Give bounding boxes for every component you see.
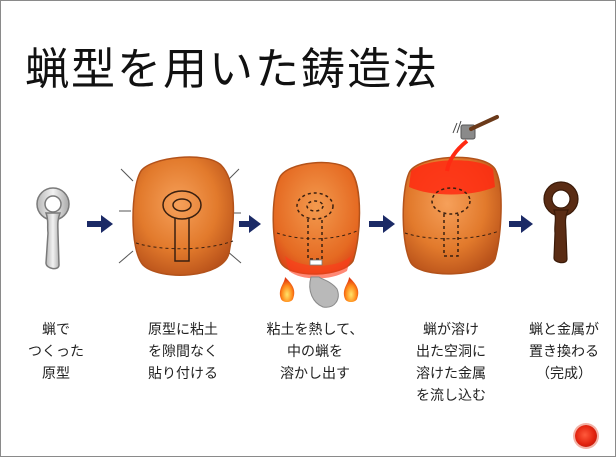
step-2-caption: 原型に粘土 を隙間なく 貼り付ける bbox=[148, 322, 218, 382]
clay-mold-icon bbox=[118, 156, 242, 276]
record-icon[interactable] bbox=[575, 425, 597, 447]
step-1-caption: 蝋で つくった 原型 bbox=[28, 322, 84, 382]
arrow-right-icon bbox=[87, 215, 113, 233]
arrow-right-icon bbox=[369, 215, 395, 233]
wax-model-icon bbox=[36, 187, 70, 270]
slide-title: 蝋型を用いた鋳造法 bbox=[25, 44, 439, 95]
arrow-right-icon bbox=[239, 215, 261, 233]
arrow-right-icon bbox=[509, 215, 533, 233]
step-5-caption: 蝋と金属が 置き換わる （完成） bbox=[529, 322, 599, 382]
pouring-mold-icon bbox=[402, 115, 502, 275]
step-3-caption: 粘土を熱して、 中の蝋を 溶かし出す bbox=[266, 322, 364, 382]
step-4-caption: 蝋が溶け 出た空洞に 溶けた金属 を流し込む bbox=[416, 322, 486, 404]
metal-casting-icon bbox=[543, 181, 579, 264]
heated-mold-icon bbox=[272, 161, 361, 308]
